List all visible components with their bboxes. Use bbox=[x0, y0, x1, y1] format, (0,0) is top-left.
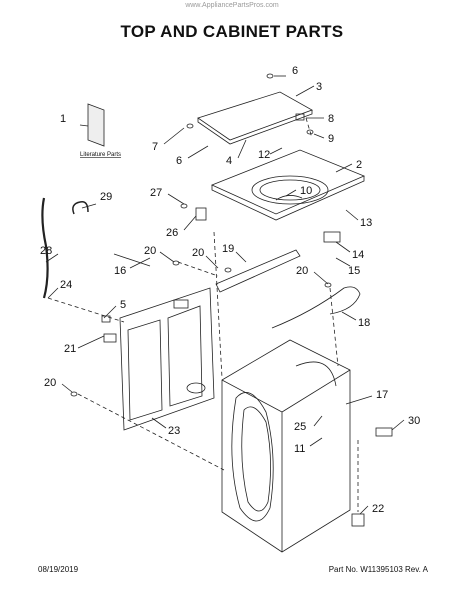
footer-part-number: Part No. W11395103 Rev. A bbox=[328, 565, 428, 574]
callout-leaders bbox=[45, 75, 405, 515]
callout-20c: 20 bbox=[296, 265, 308, 277]
screws-and-clips bbox=[70, 73, 393, 437]
callout-10: 10 bbox=[300, 185, 312, 197]
callout-1: 1 bbox=[60, 113, 66, 125]
wire-harness bbox=[271, 286, 361, 329]
callout-7: 7 bbox=[152, 141, 158, 153]
drain-hose bbox=[41, 197, 49, 299]
callout-15: 15 bbox=[348, 265, 360, 277]
top-assembly bbox=[210, 149, 366, 221]
callout-29: 29 bbox=[100, 191, 112, 203]
watermark: www.AppliancePartsPros.com bbox=[185, 2, 279, 9]
top-lid bbox=[197, 91, 313, 145]
literature-booklet bbox=[79, 103, 105, 147]
callout-25: 25 bbox=[294, 421, 306, 433]
callout-19: 19 bbox=[222, 243, 234, 255]
rear-panel bbox=[119, 287, 215, 431]
callout-16: 16 bbox=[114, 265, 126, 277]
assembly-guides bbox=[47, 117, 359, 512]
callout-24: 24 bbox=[60, 279, 72, 291]
callout-8: 8 bbox=[328, 113, 334, 125]
callout-27: 27 bbox=[150, 187, 162, 199]
callout-6a: 6 bbox=[292, 65, 298, 77]
leveling-foot bbox=[351, 513, 365, 527]
callout-11: 11 bbox=[294, 443, 305, 455]
callout-22: 22 bbox=[372, 503, 384, 515]
callout-20a: 20 bbox=[144, 245, 156, 257]
callout-30: 30 bbox=[408, 415, 420, 427]
callout-20d: 20 bbox=[44, 377, 56, 389]
literature-label: Literature Parts bbox=[80, 152, 121, 158]
callout-2: 2 bbox=[356, 159, 362, 171]
callout-18: 18 bbox=[358, 317, 370, 329]
callout-numbers: 6 3 1 8 9 7 6 4 12 2 10 27 29 13 26 28 2… bbox=[40, 65, 420, 515]
page-title: TOP AND CABINET PARTS bbox=[120, 22, 344, 41]
callout-20b: 20 bbox=[192, 247, 204, 259]
callout-9: 9 bbox=[328, 133, 334, 145]
callout-23: 23 bbox=[168, 425, 180, 437]
footer-date: 08/19/2019 bbox=[38, 565, 79, 574]
callout-14: 14 bbox=[352, 249, 364, 261]
callout-4: 4 bbox=[226, 155, 232, 167]
cabinet bbox=[221, 339, 351, 553]
callout-17: 17 bbox=[376, 389, 388, 401]
callout-6b: 6 bbox=[176, 155, 182, 167]
front-brace bbox=[215, 249, 301, 293]
callout-5: 5 bbox=[120, 299, 126, 311]
callout-21: 21 bbox=[64, 343, 76, 355]
callout-12: 12 bbox=[258, 149, 270, 161]
callout-13: 13 bbox=[360, 217, 372, 229]
callout-3: 3 bbox=[316, 81, 322, 93]
hose-hook bbox=[72, 200, 89, 215]
callout-28: 28 bbox=[40, 245, 52, 257]
callout-26: 26 bbox=[166, 227, 178, 239]
